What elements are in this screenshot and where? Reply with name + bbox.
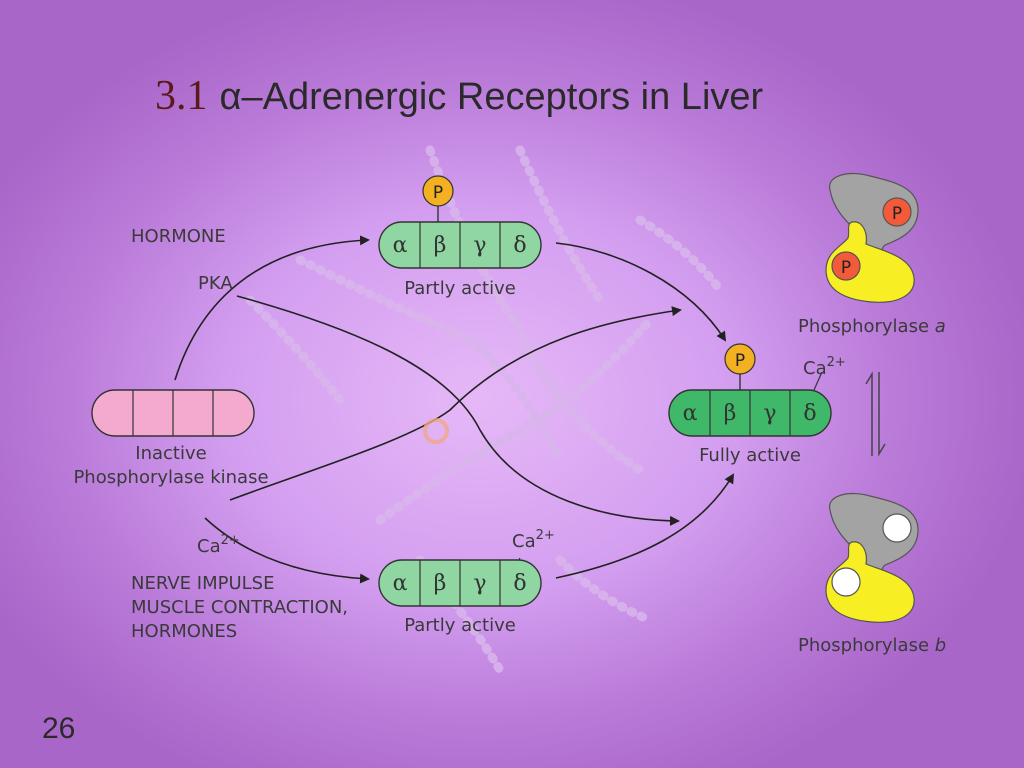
muscle-contraction-label: MUSCLE CONTRACTION,	[131, 597, 348, 618]
phosphate-label-a-gray: P	[892, 204, 902, 224]
slide-page-number: 26	[42, 712, 76, 745]
reaction-arrows	[174, 235, 735, 584]
hormones-label: HORMONES	[131, 621, 237, 642]
ca-bottom-label: Ca2+	[512, 528, 555, 552]
background-dot	[423, 418, 449, 444]
fully-active-kinase: P α β γ δ	[668, 343, 832, 437]
subunit-gamma-bottom: γ	[473, 571, 486, 596]
empty-site-b-yellow	[831, 567, 861, 597]
phosphate-badge-fully	[724, 343, 756, 375]
phosphate-badge-a-yellow	[831, 251, 861, 281]
arrow-pka-crossover	[236, 295, 680, 526]
slide-title-number: 3.1	[155, 73, 208, 119]
subunit-delta-fully: δ	[803, 401, 816, 426]
subunit-delta-top: δ	[513, 233, 526, 258]
phosphate-label-top: P	[433, 183, 443, 203]
partly-active-label-top: Partly active	[404, 278, 516, 299]
phosphate-label-a-yellow: P	[841, 258, 851, 278]
nerve-impulse-label: NERVE IMPULSE	[131, 573, 274, 594]
subunit-beta-fully: β	[724, 401, 737, 426]
phosphorylase-b-label: Phosphorylase b	[798, 635, 946, 656]
ca-left-label: Ca2+	[197, 533, 240, 557]
fully-active-label: Fully active	[699, 445, 801, 466]
partly-active-kinase-top: P α β γ δ	[378, 175, 542, 269]
inactive-label-line1: Inactive	[135, 443, 206, 464]
phosphate-badge-top	[422, 175, 454, 207]
equilibrium-arrows	[865, 371, 886, 457]
phosphate-badge-a-gray	[882, 197, 912, 227]
empty-site-b-gray	[882, 513, 912, 543]
phosphorylase-b	[825, 492, 919, 623]
pka-label: PKA	[198, 273, 233, 294]
subunit-gamma-top: γ	[473, 233, 486, 258]
inactive-label-line2: Phosphorylase kinase	[73, 467, 268, 488]
phosphorylase-a: P P	[825, 172, 919, 303]
ca-right-label: Ca2+	[803, 355, 846, 379]
arrow-partly-bottom-to-fully	[555, 473, 735, 579]
subunit-alpha-bottom: α	[393, 571, 408, 596]
arrow-partly-top-to-fully	[555, 242, 727, 342]
phosphate-label-fully: P	[735, 351, 745, 371]
arrow-inactive-to-partly-top	[174, 235, 370, 381]
phosphorylase-a-label: Phosphorylase a	[798, 316, 946, 337]
partly-active-label-bottom: Partly active	[404, 615, 516, 636]
subunit-alpha-top: α	[393, 233, 408, 258]
subunit-beta-bottom: β	[434, 571, 447, 596]
subunit-alpha-fully: α	[683, 401, 698, 426]
subunit-gamma-fully: γ	[763, 401, 776, 426]
slide-title: 3.1 α–Adrenergic Receptors in Liver	[155, 72, 915, 132]
subunit-delta-bottom: δ	[513, 571, 526, 596]
hormone-label: HORMONE	[131, 226, 226, 247]
partly-active-kinase-bottom: α β γ δ	[378, 557, 542, 607]
arrow-ca-crossover	[229, 306, 682, 501]
subunit-beta-top: β	[434, 233, 447, 258]
slide-title-text: α–Adrenergic Receptors in Liver	[219, 76, 764, 118]
arrow-inactive-to-partly-bottom	[204, 517, 370, 584]
inactive-phosphorylase-kinase	[91, 389, 255, 437]
